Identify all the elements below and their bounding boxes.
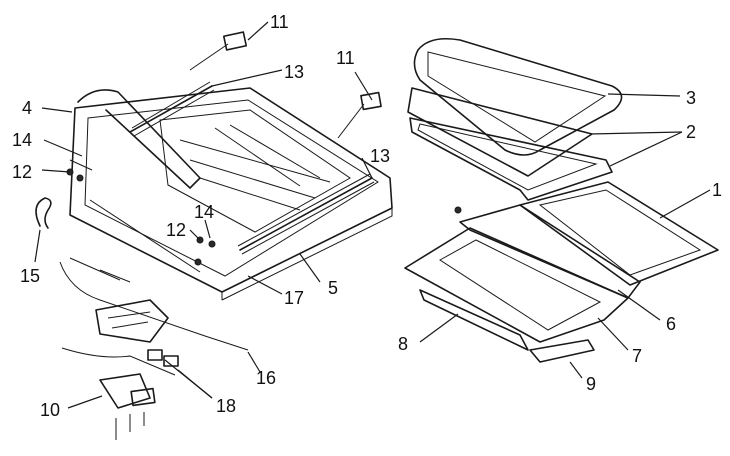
label-4: 4: [22, 98, 32, 118]
motor: [99, 373, 156, 409]
drain-hose: [35, 197, 52, 229]
glass-panel: [407, 87, 593, 177]
guide-rail-left: [129, 81, 215, 137]
seal-strip: [419, 289, 529, 351]
label-11-top: 11: [270, 12, 289, 32]
label-18: 18: [216, 396, 236, 416]
label-3: 3: [686, 88, 696, 108]
sunroof-frame: [69, 87, 393, 301]
label-9: 9: [586, 374, 596, 394]
leader-lines: [34, 21, 711, 409]
guide-rail-right: [237, 173, 375, 255]
sunshade: [519, 181, 719, 286]
label-14-center: 14: [194, 202, 214, 222]
wind-deflector: [77, 89, 201, 189]
cable-guide-upper: [189, 31, 248, 71]
reinforcement-bracket: [529, 339, 595, 363]
motor-relays: [147, 349, 179, 367]
label-11-mid: 11: [336, 48, 355, 68]
clip-left: [66, 159, 93, 182]
label-12-center: 12: [166, 220, 186, 240]
drive-motor-assembly: [61, 299, 176, 376]
label-8: 8: [398, 334, 408, 354]
label-5: 5: [328, 278, 338, 298]
label-2: 2: [686, 122, 696, 142]
cable-guide-lower: [337, 91, 382, 139]
label-17: 17: [284, 288, 304, 308]
label-7: 7: [632, 346, 642, 366]
lower-frame: [404, 227, 629, 343]
label-12-left: 12: [12, 162, 32, 182]
label-15: 15: [20, 266, 40, 286]
clip-center: [194, 236, 216, 266]
label-6: 6: [666, 314, 676, 334]
label-10: 10: [40, 400, 60, 420]
label-1: 1: [712, 180, 722, 200]
drive-cable: [59, 257, 249, 351]
glass-frame: [409, 117, 613, 201]
label-13-right: 13: [370, 146, 390, 166]
label-14-left: 14: [12, 130, 32, 150]
motor-screws: [115, 412, 145, 440]
label-13-top: 13: [284, 62, 304, 82]
label-16: 16: [256, 368, 276, 388]
trim-frame: [454, 204, 641, 299]
